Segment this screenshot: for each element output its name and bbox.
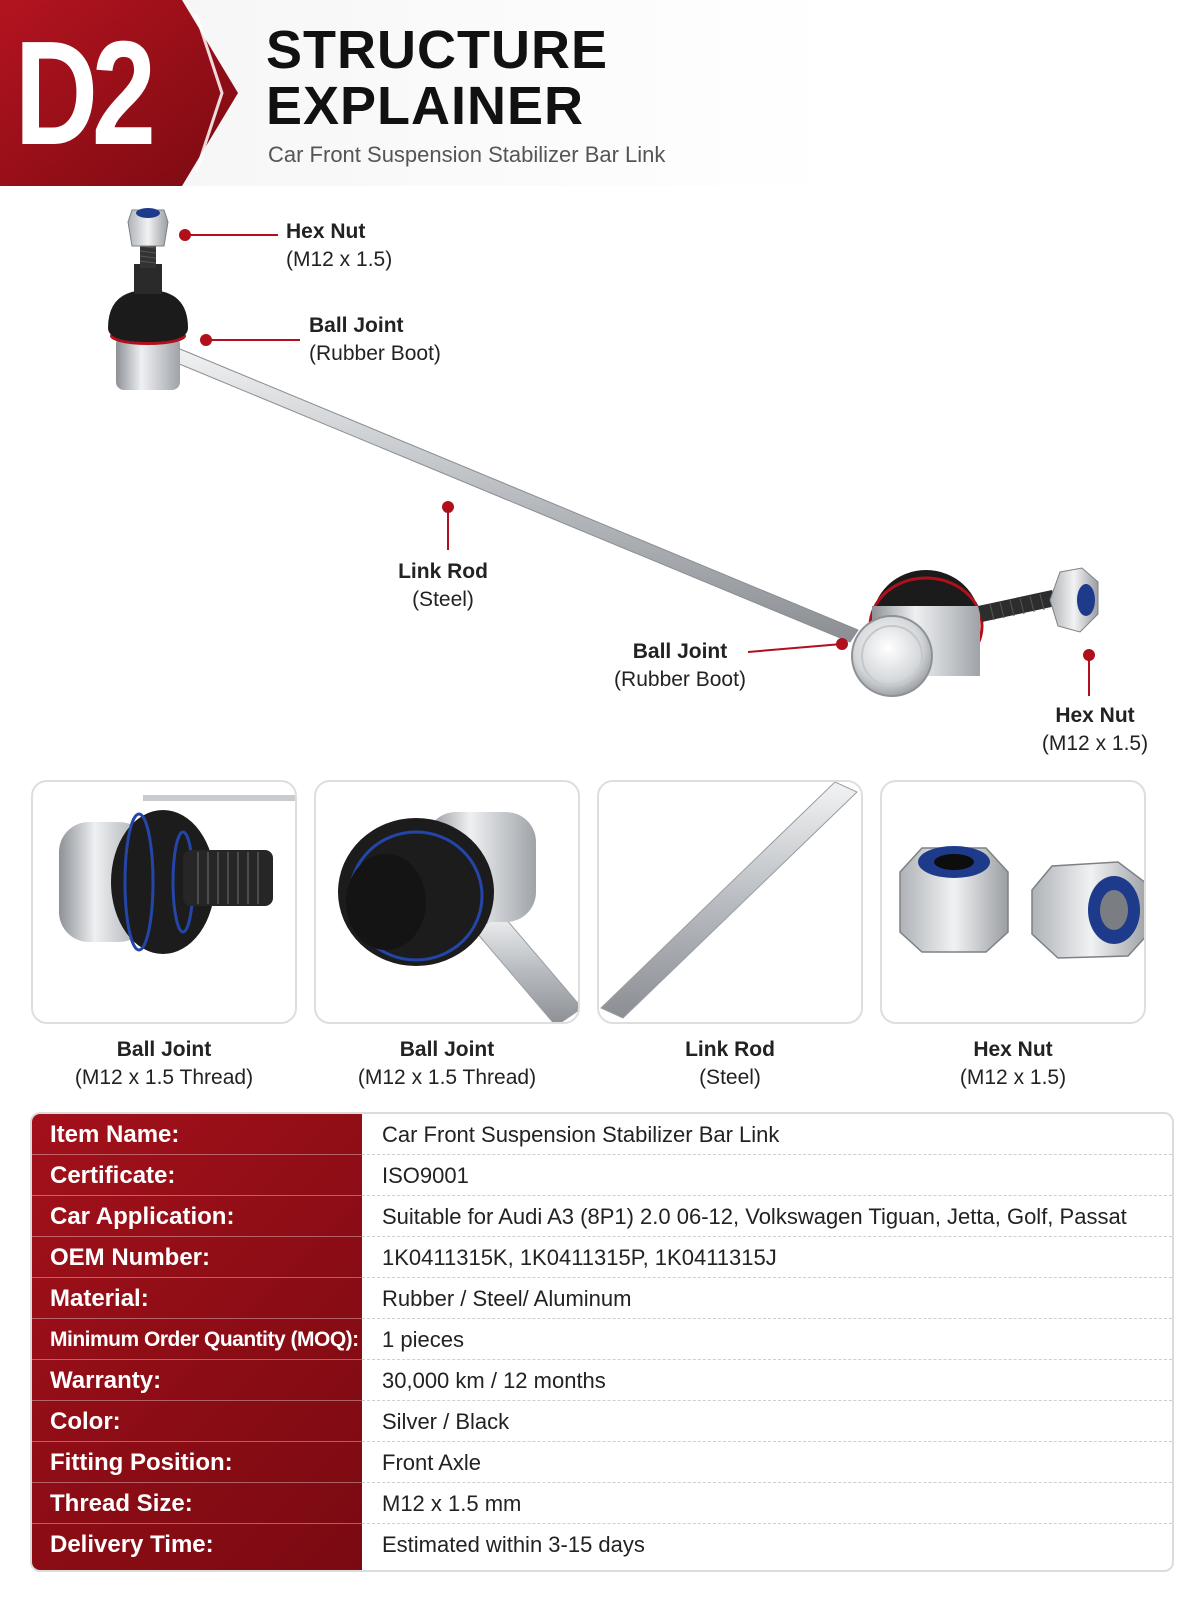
stabilizer-link-illustration (108, 208, 1099, 697)
spec-row-item-name: Item Name: Car Front Suspension Stabiliz… (32, 1114, 1172, 1155)
spec-label: Item Name: (32, 1114, 362, 1155)
callout-bottom-ball-joint: Ball Joint (Rubber Boot) (600, 638, 760, 694)
component-thumbnails: Ball Joint (M12 x 1.5 Thread) Ball Joint… (0, 780, 1200, 1100)
thumbnail-card-hex-nut (880, 780, 1146, 1024)
spec-row-thread-size: Thread Size: M12 x 1.5 mm (32, 1483, 1172, 1524)
spec-value: Silver / Black (362, 1401, 1172, 1442)
thumbnail-name: Hex Nut (973, 1038, 1053, 1061)
spec-row-color: Color: Silver / Black (32, 1401, 1172, 1442)
specification-table: Item Name: Car Front Suspension Stabiliz… (30, 1112, 1174, 1572)
spec-value: Rubber / Steel/ Aluminum (362, 1278, 1172, 1319)
callout-top-hex-nut: Hex Nut (M12 x 1.5) (286, 218, 392, 274)
spec-value: M12 x 1.5 mm (362, 1483, 1172, 1524)
thumbnail-spec: (M12 x 1.5 Thread) (74, 1066, 254, 1089)
spec-value: Suitable for Audi A3 (8P1) 2.0 06-12, Vo… (362, 1196, 1172, 1237)
spec-value: ISO9001 (362, 1155, 1172, 1196)
ball-joint-close-up-image (59, 795, 295, 954)
spec-value: Car Front Suspension Stabilizer Bar Link (362, 1114, 1172, 1155)
thumbnail-spec: (Steel) (699, 1066, 761, 1089)
top-ball-joint-shape (108, 208, 188, 390)
spec-row-warranty: Warranty: 30,000 km / 12 months (32, 1360, 1172, 1401)
thumbnail-spec: (M12 x 1.5) (959, 1066, 1067, 1089)
hex-nuts-image (899, 846, 1144, 959)
spec-label: Car Application: (32, 1196, 362, 1237)
spec-value: 30,000 km / 12 months (362, 1360, 1172, 1401)
spec-label: Certificate: (32, 1155, 362, 1196)
callout-name: Hex Nut (286, 220, 366, 243)
callout-spec: (Steel) (412, 588, 474, 611)
page-subtitle: Car Front Suspension Stabilizer Bar Link (268, 142, 666, 167)
callout-name: Ball Joint (309, 314, 404, 337)
spec-label: Minimum Order Quantity (MOQ): (32, 1319, 362, 1360)
title-line-1: STRUCTURE (266, 20, 608, 80)
spec-label: Fitting Position: (32, 1442, 362, 1483)
spec-row-moq: Minimum Order Quantity (MOQ): 1 pieces (32, 1319, 1172, 1360)
spec-row-certificate: Certificate: ISO9001 (32, 1155, 1172, 1196)
spec-value: 1K0411315K, 1K0411315P, 1K0411315J (362, 1237, 1172, 1278)
thumbnail-name: Ball Joint (399, 1038, 495, 1061)
thumbnail-name: Link Rod (685, 1038, 775, 1061)
title-line-2: EXPLAINER (266, 76, 585, 136)
structure-diagram: Hex Nut (M12 x 1.5) Ball Joint (Rubber B… (0, 186, 1200, 766)
spec-row-delivery-time: Delivery Time: Estimated within 3-15 day… (32, 1524, 1172, 1565)
thumbnail-card-ball-joint-1 (31, 780, 297, 1024)
spec-value: Estimated within 3-15 days (382, 1532, 645, 1557)
thumbnail-name: Ball Joint (116, 1038, 212, 1061)
thumbnail-caption-4: Hex Nut (M12 x 1.5) (868, 1036, 1158, 1092)
spec-label: OEM Number: (32, 1237, 362, 1278)
spec-label: Delivery Time: (50, 1531, 214, 1558)
spec-row-fitting-position: Fitting Position: Front Axle (32, 1442, 1172, 1483)
link-rod-image (600, 782, 858, 1019)
spec-label: Thread Size: (32, 1483, 362, 1524)
callout-top-ball-joint: Ball Joint (Rubber Boot) (309, 312, 441, 368)
page-header: D2 STRUCTURE EXPLAINER Car Front Suspens… (0, 0, 1200, 186)
thumbnail-caption-1: Ball Joint (M12 x 1.5 Thread) (19, 1036, 309, 1092)
thumbnail-card-ball-joint-2 (314, 780, 580, 1024)
callout-spec: (Rubber Boot) (614, 668, 746, 691)
callout-pointers (179, 229, 1095, 696)
thumbnail-spec: (M12 x 1.5 Thread) (357, 1066, 537, 1089)
thumbnail-caption-2: Ball Joint (M12 x 1.5 Thread) (302, 1036, 592, 1092)
thumbnail-caption-3: Link Rod (Steel) (585, 1036, 875, 1092)
spec-row-car-application: Car Application: Suitable for Audi A3 (8… (32, 1196, 1172, 1237)
callout-name: Hex Nut (1055, 704, 1135, 727)
spec-label: Color: (32, 1401, 362, 1442)
section-badge-shape (0, 0, 238, 186)
spec-label: Material: (32, 1278, 362, 1319)
callout-spec: (Rubber Boot) (309, 342, 441, 365)
section-badge: D2 (14, 11, 156, 176)
spec-row-material: Material: Rubber / Steel/ Aluminum (32, 1278, 1172, 1319)
bottom-ball-joint-shape (851, 567, 1099, 697)
thumbnail-card-link-rod (597, 780, 863, 1024)
callout-spec: (M12 x 1.5) (286, 248, 393, 271)
link-rod-shape (159, 343, 859, 643)
spec-label: Warranty: (32, 1360, 362, 1401)
label-column-background (32, 1114, 362, 1570)
callout-bottom-hex-nut: Hex Nut (M12 x 1.5) (1030, 702, 1160, 758)
callout-spec: (M12 x 1.5) (1041, 732, 1149, 755)
callout-link-rod: Link Rod (Steel) (378, 558, 508, 614)
page-title: STRUCTURE EXPLAINER (266, 22, 608, 134)
spec-value: Front Axle (362, 1442, 1172, 1483)
spec-row-oem-number: OEM Number: 1K0411315K, 1K0411315P, 1K04… (32, 1237, 1172, 1278)
spec-value: 1 pieces (362, 1319, 1172, 1360)
ball-joint-top-image (338, 812, 578, 1022)
callout-name: Link Rod (398, 560, 488, 583)
callout-name: Ball Joint (632, 640, 728, 663)
